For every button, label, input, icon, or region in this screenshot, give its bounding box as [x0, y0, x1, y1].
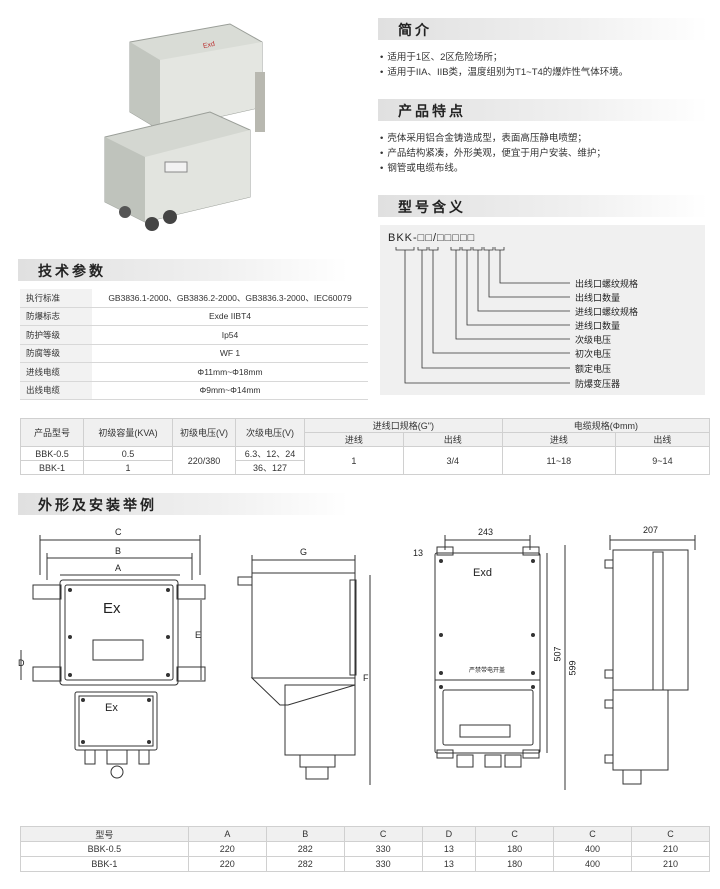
dim-label: 507: [552, 646, 563, 662]
model-label: 进线口数量: [575, 321, 621, 331]
model-meaning-box: BKK-□□/□□□□□ 出线口螺纹规格 出线口数量 进线口螺纹规格 进线口数量…: [380, 225, 705, 395]
dim-label: A: [115, 563, 122, 573]
intro-section-title: 简介: [378, 18, 708, 40]
model-label: 额定电压: [575, 364, 612, 374]
model-table: 产品型号 初级容量(KVA) 初级电压(V) 次级电压(V) 进线口规格(G")…: [20, 418, 711, 475]
ex-mark: Ex: [105, 702, 118, 714]
dim-label: 243: [478, 527, 494, 537]
product-photo: Exd: [90, 12, 280, 237]
dim-label: B: [115, 546, 122, 556]
model-label: 初次电压: [575, 349, 612, 359]
features-section-title: 产品特点: [378, 99, 708, 121]
model-leader-lines: [395, 247, 570, 384]
model-label: 出线口数量: [575, 293, 621, 303]
dim-label: C: [115, 527, 122, 537]
model-code: BKK-□□/□□□□□: [388, 232, 476, 244]
table-row: BBK-1 1 36、127: [20, 460, 710, 475]
model-label: 防爆变压器: [575, 379, 621, 389]
outline-section-title: 外形及安装举例: [18, 493, 348, 515]
warning-text: 严禁带电开盖: [469, 668, 506, 674]
dimension-table: 型号 A B C D C C C BBK-0.5 220 282 330 13 …: [20, 826, 710, 872]
feature-item: 壳体采用铝合金铸造成型，表面高压静电喷塑；: [380, 130, 587, 144]
intro-item: 适用于IIA、IIB类，温度组别为T1~T4的爆炸性气体环境。: [380, 64, 628, 78]
model-label: 次级电压: [575, 335, 612, 345]
intro-item: 适用于1区、2区危险场所；: [380, 49, 502, 63]
dim-label: 13: [413, 548, 424, 558]
table-row: BBK-0.5 220 282 330 13 180 400 210: [20, 841, 710, 857]
ex-mark: Ex: [103, 600, 121, 617]
dim-label: G: [300, 547, 308, 557]
table-row: BBK-0.5 0.5 220/380 6.3、12、24 1 3/4 11~1…: [20, 446, 711, 475]
feature-item: 产品结构紧凑，外形美观，便宜于用户安装、维护；: [380, 145, 606, 159]
dim-label: 599: [567, 660, 578, 676]
dim-label: 207: [643, 525, 659, 535]
front-dimension-drawing: 243 13 507 599 Exd 严禁带电开盖: [405, 525, 580, 795]
dim-label: F: [363, 673, 369, 683]
tech-section-title: 技术参数: [18, 259, 348, 281]
side-dimension-drawing: 207: [595, 520, 705, 795]
side-view-drawing: G F: [230, 545, 380, 790]
dim-label: E: [195, 630, 202, 640]
table-row: BBK-1 220 282 330 13 180 400 210: [20, 856, 710, 872]
feature-item: 钢管或电缆布线。: [380, 160, 463, 174]
dim-label: D: [18, 658, 25, 668]
front-view-drawing: C B A D E Ex Ex: [15, 520, 215, 795]
model-section-title: 型号含义: [378, 195, 708, 217]
exd-mark: Exd: [473, 567, 492, 579]
model-label: 出线口螺纹规格: [575, 279, 639, 289]
model-label: 进线口螺纹规格: [575, 307, 639, 317]
